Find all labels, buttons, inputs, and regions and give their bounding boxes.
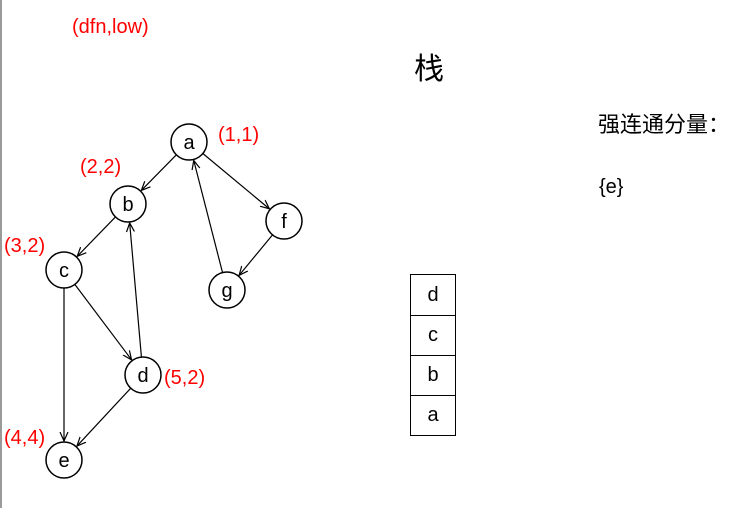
edge-a-f bbox=[202, 153, 270, 209]
edge-a-b bbox=[141, 154, 177, 191]
scc-set: {e} bbox=[599, 176, 624, 198]
node-label-g: g bbox=[221, 280, 232, 302]
edge-d-b bbox=[130, 223, 143, 358]
stack-item-c: c bbox=[411, 315, 455, 355]
stack-item-d: d bbox=[427, 283, 439, 306]
node-annotation-a: (1,1) bbox=[218, 124, 260, 146]
edge-f-g bbox=[239, 234, 273, 275]
stack-box: d c b a bbox=[410, 274, 456, 436]
node-annotation-b: (2,2) bbox=[80, 156, 122, 178]
edge-b-c bbox=[77, 216, 116, 256]
page-border bbox=[0, 0, 2, 508]
stack-title: 栈 bbox=[414, 52, 444, 87]
node-label-e: e bbox=[58, 450, 69, 472]
node-label-d: d bbox=[137, 365, 148, 387]
edge-g-a bbox=[194, 160, 224, 273]
node-b: b bbox=[109, 185, 147, 223]
node-annotation-e: (4,4) bbox=[4, 427, 46, 449]
legend-label: (dfn,low) bbox=[72, 16, 149, 38]
node-e: e bbox=[45, 441, 83, 479]
scc-title: 强连通分量： bbox=[598, 113, 731, 138]
node-label-c: c bbox=[59, 260, 69, 282]
node-label-a: a bbox=[183, 132, 195, 154]
node-c: c bbox=[45, 251, 83, 289]
stack-item-b: b bbox=[411, 355, 455, 395]
node-annotation-d: (5,2) bbox=[164, 367, 206, 389]
node-a: a bbox=[170, 123, 208, 161]
node-d: d bbox=[124, 356, 162, 394]
node-label-b: b bbox=[122, 194, 133, 216]
stack-item-a: a bbox=[411, 395, 455, 435]
edge-d-e bbox=[77, 387, 132, 446]
edge-c-d bbox=[74, 284, 132, 359]
node-f: f bbox=[265, 202, 303, 240]
node-g: g bbox=[208, 271, 246, 309]
node-label-f: f bbox=[281, 211, 287, 233]
node-annotation-c: (3,2) bbox=[4, 235, 46, 257]
